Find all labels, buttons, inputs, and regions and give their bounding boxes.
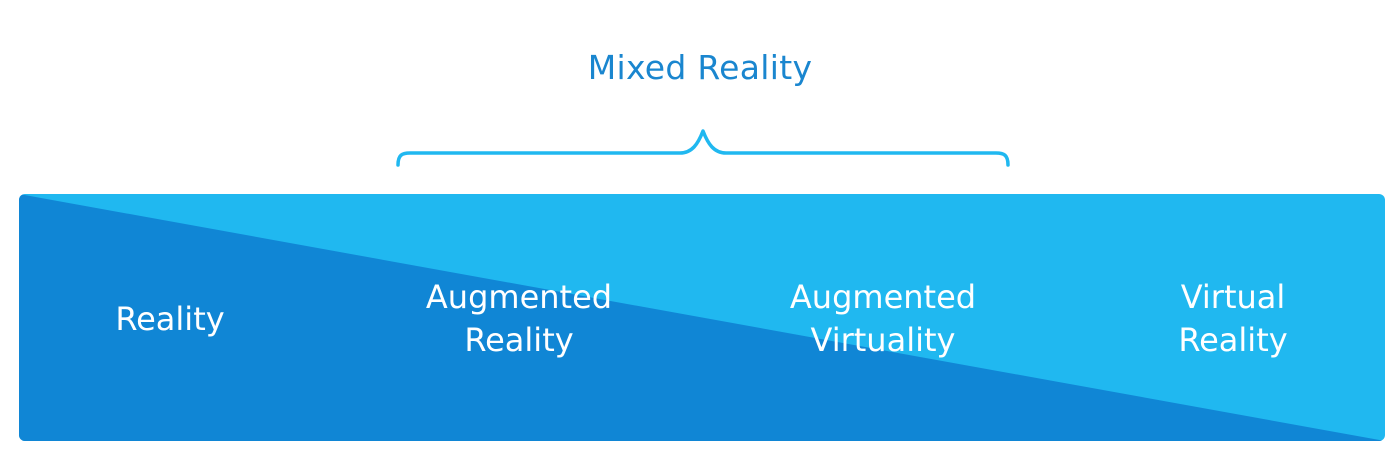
mixed-reality-title: Mixed Reality <box>587 48 813 87</box>
stage-reality: Reality <box>115 298 224 341</box>
stage-augmented-virtuality-line1: Augmented <box>789 278 977 316</box>
stage-augmented-reality: Augmented Reality <box>426 276 612 362</box>
reality-virtuality-continuum: Reality Augmented Reality Augmented Virt… <box>19 194 1385 441</box>
stage-reality-line1: Reality <box>115 300 225 338</box>
stage-virtual-reality: Virtual Reality <box>1178 276 1287 362</box>
real-region <box>19 194 1385 441</box>
mixed-reality-brace <box>396 129 1010 167</box>
stage-augmented-virtuality: Augmented Virtuality <box>790 276 976 362</box>
stage-virtual-reality-line1: Virtual <box>1180 278 1286 316</box>
stage-augmented-reality-line2: Reality <box>464 321 574 359</box>
stage-augmented-reality-line1: Augmented <box>425 278 613 316</box>
continuum-background <box>19 194 1385 441</box>
stage-augmented-virtuality-line2: Virtuality <box>810 321 956 359</box>
stage-virtual-reality-line2: Reality <box>1178 321 1288 359</box>
